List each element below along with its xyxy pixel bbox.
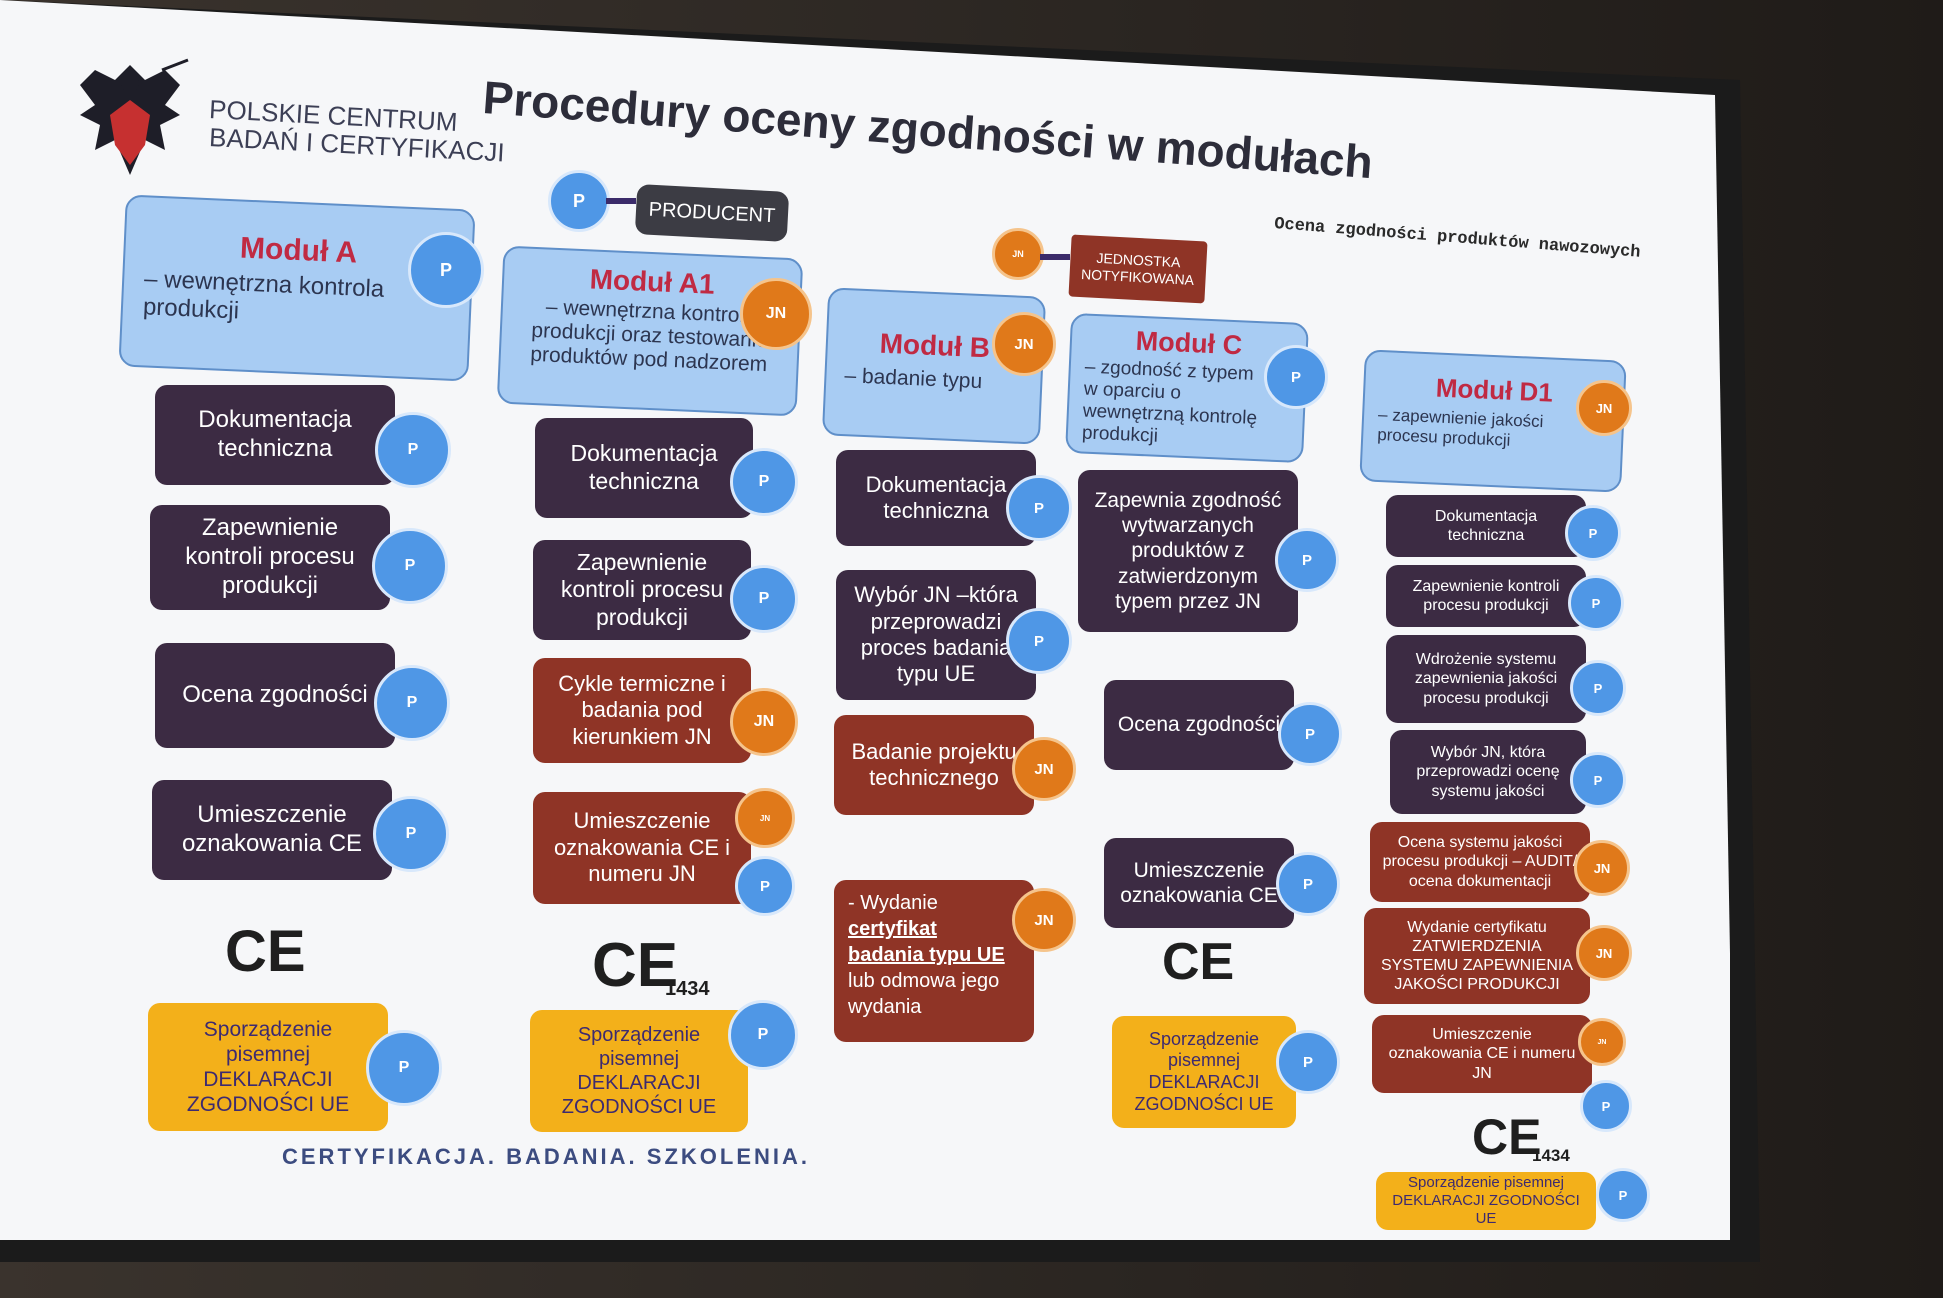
module-b-step-1-p-icon: P <box>1006 475 1072 541</box>
module-d1-step-7: Umieszczenie oznakowania CE i numeru JN <box>1372 1015 1592 1093</box>
module-b-step-3-jn-icon: JN <box>1012 737 1076 801</box>
module-b-step-4: - Wydanie certyfikat badania typu UE lub… <box>834 880 1034 1042</box>
module-d1-step-5-jn-icon: JN <box>1574 840 1630 896</box>
module-a1-step-4: Umieszczenie oznakowania CE i numeru JN <box>533 792 751 904</box>
module-a1-jn-icon: JN <box>740 278 812 350</box>
module-c-step-2-p-icon: P <box>1278 702 1342 766</box>
module-d1-ce-number: 1434 <box>1532 1146 1570 1165</box>
module-d1-step-4: Wybór JN, która przeprowadzi ocenę syste… <box>1390 730 1586 814</box>
module-d1-step-2: Zapewnienie kontroli procesu produkcji <box>1386 565 1586 627</box>
module-d1-step-3: Wdrożenie systemu zapewnienia jakości pr… <box>1386 635 1586 723</box>
module-c-declaration: Sporządzenie pisemnej DEKLARACJI ZGODNOŚ… <box>1112 1016 1296 1128</box>
module-a-declaration-p-icon: P <box>366 1030 442 1106</box>
module-a-step-4-p-icon: P <box>373 796 449 872</box>
legend-arrow-icon <box>1040 254 1070 260</box>
module-c-step-2: Ocena zgodności <box>1104 680 1294 770</box>
module-d1-declaration-p-icon: P <box>1596 1168 1650 1222</box>
module-a1-step-4-p-icon: P <box>735 856 795 916</box>
module-a-step-3: Ocena zgodności <box>155 643 395 748</box>
legend-jn-icon: JN <box>992 228 1044 280</box>
legend-jn-label: JEDNOSTKA NOTYFIKOWANA <box>1068 234 1208 304</box>
module-a1-step-3-jn-icon: JN <box>730 688 798 756</box>
legend-arrow-icon <box>606 198 636 204</box>
module-d1-step-2-p-icon: P <box>1568 575 1624 631</box>
module-a1-step-3: Cykle termiczne i badania pod kierunkiem… <box>533 658 751 763</box>
module-d1-step-4-p-icon: P <box>1570 752 1626 808</box>
module-a1-step-2: Zapewnienie kontroli procesu produkcji <box>533 540 751 640</box>
module-a-p-icon: P <box>408 232 484 308</box>
module-a1-declaration: Sporządzenie pisemnej DEKLARACJI ZGODNOŚ… <box>530 1010 748 1132</box>
module-c-step-1: Zapewnia zgodność wytwarzanych produktów… <box>1078 470 1298 632</box>
module-a-step-4: Umieszczenie oznakowania CE <box>152 780 392 880</box>
module-b-step-3: Badanie projektu technicznego <box>834 715 1034 815</box>
module-c-step-3-p-icon: P <box>1276 852 1340 916</box>
module-a1-ce-number: 1434 <box>665 978 710 1000</box>
module-a-declaration: Sporządzenie pisemnej DEKLARACJI ZGODNOŚ… <box>148 1003 388 1131</box>
legend-producent-label: PRODUCENT <box>634 184 790 242</box>
module-d1-jn-icon: JN <box>1576 380 1632 436</box>
module-a-step-1: Dokumentacja techniczna <box>155 385 395 485</box>
module-c-declaration-p-icon: P <box>1276 1030 1340 1094</box>
footer-slogan: CERTYFIKACJA. BADANIA. SZKOLENIA. <box>282 1144 811 1169</box>
module-a-ce-mark: CE <box>225 919 306 984</box>
module-b-issue-bold-1: certyfikat <box>848 918 937 940</box>
module-a-step-2-p-icon: P <box>372 528 448 604</box>
module-d1-step-6-jn-icon: JN <box>1576 925 1632 981</box>
legend-p-icon: P <box>548 170 610 232</box>
module-d1-step-5: Ocena systemu jakości procesu produkcji … <box>1370 822 1590 902</box>
module-b-step-1: Dokumentacja techniczna <box>836 450 1036 546</box>
logo-line-2: BADAŃ I CERTYFIKACJI <box>208 122 506 168</box>
module-d1-ce-mark: CE <box>1472 1109 1542 1165</box>
module-b-issue-prefix: - Wydanie <box>848 892 938 914</box>
module-a1-step-1-p-icon: P <box>730 448 798 516</box>
slide: POLSKIE CENTRUM BADAŃ I CERTYFIKACJI Pro… <box>0 0 1730 1240</box>
module-d1-step-1: Dokumentacja techniczna <box>1386 495 1586 557</box>
module-a1-ce-mark: CE <box>592 931 679 1000</box>
module-c-p-icon: P <box>1264 345 1328 409</box>
module-b-step-2: Wybór JN –która przeprowadzi proces bada… <box>836 570 1036 700</box>
module-a-step-3-p-icon: P <box>374 665 450 741</box>
module-b-issue-bold-2: badania typu UE <box>848 944 1005 966</box>
module-b-step-2-p-icon: P <box>1006 608 1072 674</box>
module-a1-step-4-jn-icon: JN <box>735 788 795 848</box>
module-d1-step-3-p-icon: P <box>1570 660 1626 716</box>
module-d1-declaration: Sporządzenie pisemnej DEKLARACJI ZGODNOŚ… <box>1376 1172 1596 1230</box>
module-d1-step-7-p-icon: P <box>1580 1080 1632 1132</box>
module-a-step-2: Zapewnienie kontroli procesu produkcji <box>150 505 390 610</box>
module-d1-step-7-jn-icon: JN <box>1578 1018 1626 1066</box>
eagle-logo-icon <box>70 55 190 185</box>
module-c-step-3: Umieszczenie oznakowania CE <box>1104 838 1294 928</box>
module-d1-step-6: Wydanie certyfikatu ZATWIERDZENIA SYSTEM… <box>1364 908 1590 1004</box>
module-c-step-1-p-icon: P <box>1275 528 1339 592</box>
module-a-step-1-p-icon: P <box>375 412 451 488</box>
module-a1-step-1: Dokumentacja techniczna <box>535 418 753 518</box>
module-b-jn-icon: JN <box>992 312 1056 376</box>
module-b-issue-rest: lub odmowa jego wydania <box>848 970 1000 1018</box>
page-subtitle: Ocena zgodności produktów nawozowych <box>1273 215 1642 263</box>
page-title: Procedury oceny zgodności w modułach <box>481 70 1375 189</box>
module-a1-declaration-p-icon: P <box>728 1000 798 1070</box>
module-c-ce-mark: CE <box>1162 933 1235 991</box>
module-b-step-4-jn-icon: JN <box>1012 888 1076 952</box>
module-a1-step-2-p-icon: P <box>730 565 798 633</box>
module-d1-step-1-p-icon: P <box>1565 505 1621 561</box>
